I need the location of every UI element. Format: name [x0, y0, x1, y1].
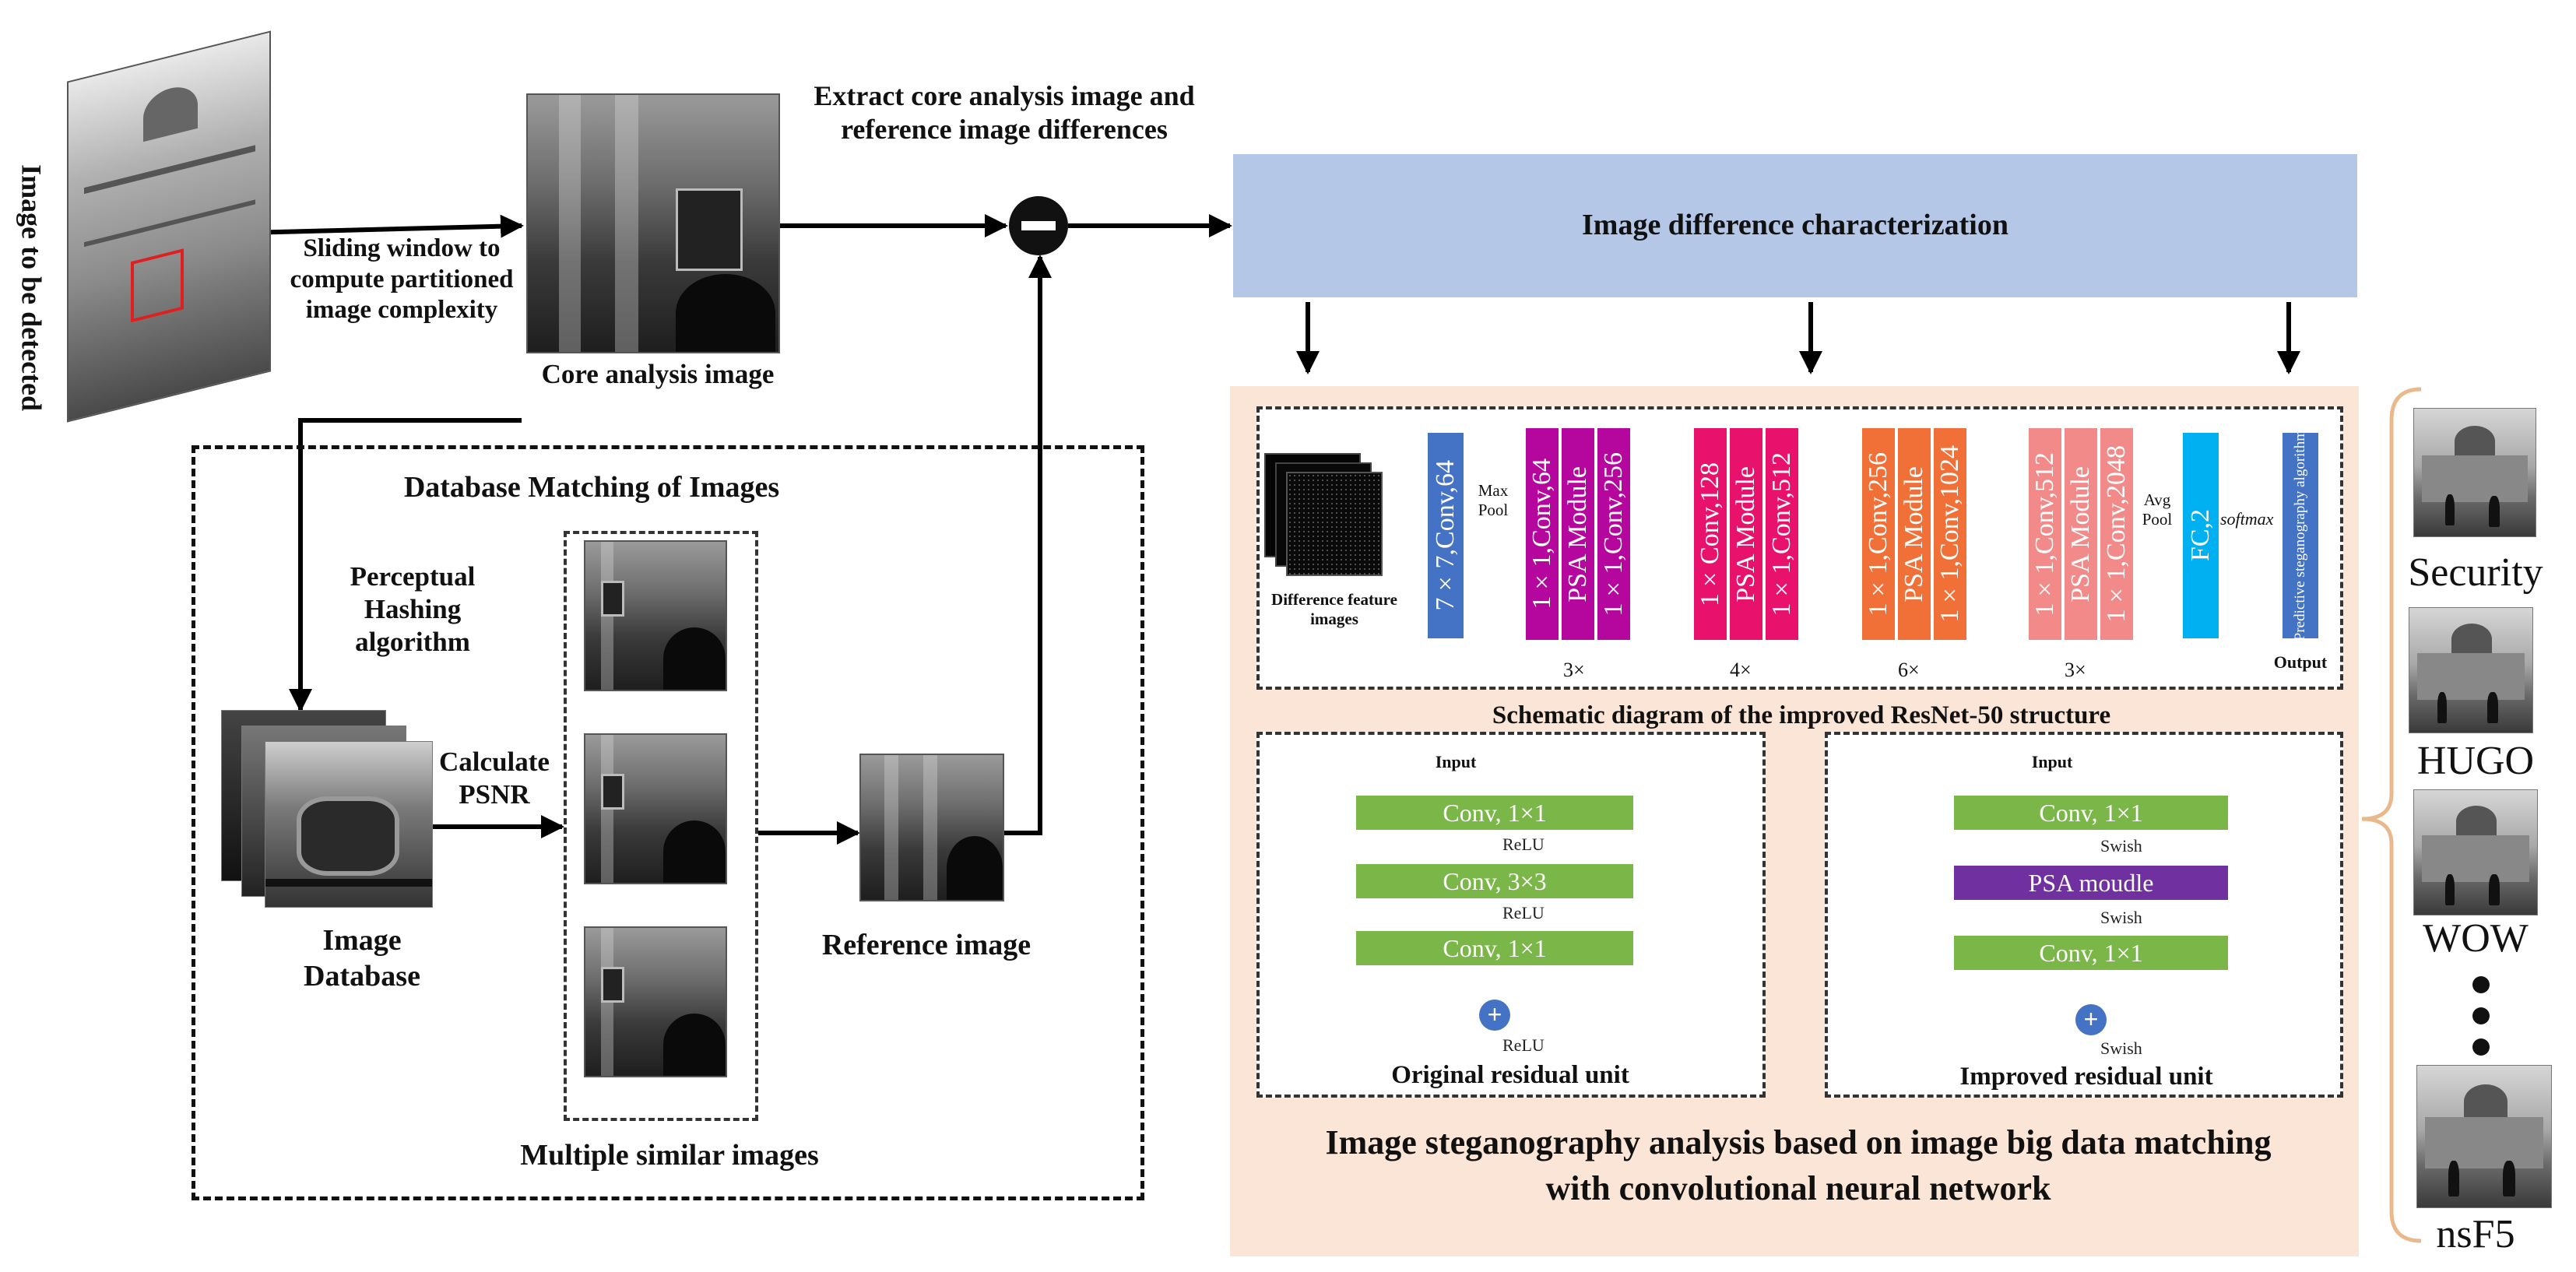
db-box-title: Database Matching of Images: [403, 471, 780, 504]
input-image-label: Image to be detected: [16, 164, 47, 412]
core-analysis-image: [526, 93, 780, 353]
stage2-psa: PSA Module: [1730, 428, 1762, 640]
difference-feature-stack: [1264, 453, 1389, 585]
wow-image: [2413, 789, 2538, 915]
stage1-repeat: 3×: [1563, 659, 1585, 681]
ellipsis-dot-3: [2472, 1038, 2490, 1056]
original-act1: ReLU: [1502, 835, 1545, 854]
reference-label: Reference image: [821, 929, 1031, 961]
original-box3: Conv, 1×1: [1356, 931, 1633, 965]
stage2-conv-a: 1×Conv,128: [1694, 428, 1727, 640]
stage1-conv-a: 1×1,Conv,64: [1526, 428, 1559, 640]
input-image: [67, 30, 271, 423]
predictive-layer: Predictive steganography algorithm: [2283, 430, 2318, 641]
stage3-psa: PSA Module: [1898, 428, 1931, 640]
reference-image: [859, 754, 1004, 901]
improved-box3: Conv, 1×1: [1954, 936, 2228, 970]
stage3-repeat: 6×: [1898, 659, 1920, 681]
side-label-nsf5: nsF5: [2436, 1212, 2515, 1256]
resnet-caption: Schematic diagram of the improved ResNet…: [1492, 701, 2111, 729]
improved-add-icon: +: [2075, 1004, 2107, 1035]
database-matching-box: [192, 445, 1144, 1200]
improved-box2: PSA moudle: [1954, 866, 2228, 900]
side-label-security: Security: [2408, 550, 2543, 595]
softmax-label: softmax: [2220, 509, 2274, 529]
sliding-window-label: Sliding window to compute partitioned im…: [290, 234, 514, 325]
panel-title: Image steganography analysis based on im…: [1325, 1123, 2272, 1208]
improved-unit-box: [1825, 732, 2343, 1098]
side-label-wow: WOW: [2423, 916, 2529, 961]
stage2-repeat: 4×: [1730, 659, 1752, 681]
stage4-repeat: 3×: [2065, 659, 2086, 681]
improved-act2: Swish: [2100, 908, 2142, 927]
original-box1: Conv, 1×1: [1356, 796, 1633, 830]
original-act3: ReLU: [1502, 1035, 1545, 1055]
diff-feature-label: Difference feature images: [1271, 590, 1397, 629]
database-label: Image Database: [304, 924, 420, 993]
characterization-label: Image difference characterization: [1582, 209, 2008, 242]
original-input: Input: [1435, 752, 1477, 771]
stage3-conv-a: 1×1,Conv,256: [1862, 428, 1895, 640]
stage4-conv-a: 1×1,Conv,512: [2029, 428, 2061, 640]
security-image: [2413, 408, 2536, 537]
stage2-conv-b: 1×1,Conv,512: [1766, 428, 1798, 640]
extract-label: Extract core analysis image and referenc…: [814, 80, 1195, 146]
output-label: Output: [2273, 652, 2328, 672]
similar-image-2: [584, 733, 727, 884]
original-add-icon: +: [1479, 1000, 1510, 1031]
improved-input: Input: [2031, 752, 2073, 771]
original-unit-box: [1256, 732, 1766, 1098]
maxpool-label: Max Pool: [1478, 481, 1509, 519]
ellipsis-dot-2: [2472, 1007, 2490, 1024]
characterization-bar: Image difference characterization: [1233, 154, 2357, 297]
fc-layer: FC,2: [2183, 433, 2219, 638]
improved-act1: Swish: [2100, 836, 2142, 856]
core-image-label: Core analysis image: [541, 359, 775, 389]
original-caption: Original residual unit: [1391, 1061, 1629, 1089]
avgpool-label: Avg Pool: [2142, 490, 2173, 529]
original-act2: ReLU: [1502, 903, 1545, 922]
original-box2: Conv, 3×3: [1356, 864, 1633, 898]
conv7-layer: 7×7,Conv,64: [1428, 433, 1464, 638]
ellipsis-dot-1: [2472, 976, 2490, 993]
hugo-image: [2409, 607, 2533, 733]
similar-image-3: [584, 926, 727, 1077]
stage1-psa: PSA Module: [1562, 428, 1594, 640]
stage1-conv-b: 1×1,Conv,256: [1597, 428, 1630, 640]
improved-box1: Conv, 1×1: [1954, 796, 2228, 830]
difference-operator-icon: [1009, 196, 1068, 255]
perceptual-label: Perceptual Hashing algorithm: [350, 561, 476, 657]
similar-image-1: [584, 540, 727, 691]
stage4-psa: PSA Module: [2065, 428, 2097, 640]
side-label-hugo: HUGO: [2416, 739, 2535, 783]
improved-act3: Swish: [2100, 1038, 2142, 1058]
stage4-conv-b: 1×1,Conv,2048: [2100, 428, 2133, 640]
nsf5-image: [2416, 1065, 2552, 1208]
resnet-box: [1256, 406, 2343, 690]
similar-images-box: [564, 531, 758, 1121]
psnr-label: Calculate PSNR: [439, 747, 550, 810]
database-image-stack-front: [265, 741, 433, 908]
improved-caption: Improved residual unit: [1959, 1063, 2213, 1091]
stage3-conv-b: 1×1,Conv,1024: [1934, 428, 1966, 640]
similar-label: Multiple similar images: [520, 1139, 819, 1172]
